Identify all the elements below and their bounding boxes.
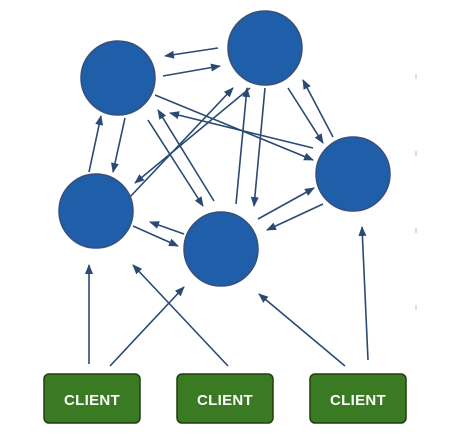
arrow-edge-23 — [358, 226, 369, 361]
arrow-edge-20 — [109, 286, 185, 367]
node-bottom-center — [183, 211, 259, 287]
arrow-edge-21 — [132, 264, 229, 367]
node-mid-left — [58, 173, 134, 249]
clients-group: CLIENT CLIENT CLIENT — [43, 373, 407, 424]
client-label-3: CLIENT — [330, 392, 386, 409]
arrow-edge-18 — [266, 203, 324, 231]
arrow-edge-8 — [157, 109, 215, 202]
arrow-edge-16 — [132, 225, 179, 247]
arrow-edge-17 — [257, 187, 315, 220]
client-label-2: CLIENT — [197, 392, 253, 409]
edges-group — [85, 47, 369, 367]
arrow-edge-2 — [162, 63, 221, 77]
nodes-group — [58, 10, 391, 287]
arrow-edge-22 — [258, 293, 346, 367]
client-box-2[interactable]: CLIENT — [176, 373, 274, 424]
arrow-edge-5 — [88, 115, 104, 173]
node-top-left — [80, 40, 156, 116]
arrow-edge-4 — [302, 79, 334, 138]
arrow-edge-3 — [287, 87, 324, 144]
arrow-edge-14 — [169, 111, 314, 149]
arrow-edge-15 — [149, 221, 185, 235]
arrow-edge-12 — [235, 87, 251, 205]
arrow-edge-9 — [154, 94, 314, 161]
client-label-1: CLIENT — [64, 392, 120, 409]
arrow-edge-10 — [134, 87, 251, 184]
client-box-1[interactable]: CLIENT — [43, 373, 141, 424]
arrow-edge-1 — [164, 47, 219, 59]
arrow-edge-6 — [111, 117, 126, 173]
arrow-edge-7 — [147, 119, 204, 207]
node-mid-right — [315, 136, 391, 212]
client-box-3[interactable]: CLIENT — [309, 373, 407, 424]
arrow-edge-11 — [128, 87, 234, 199]
node-top-right — [227, 10, 303, 86]
arrow-edge-13 — [250, 87, 266, 207]
